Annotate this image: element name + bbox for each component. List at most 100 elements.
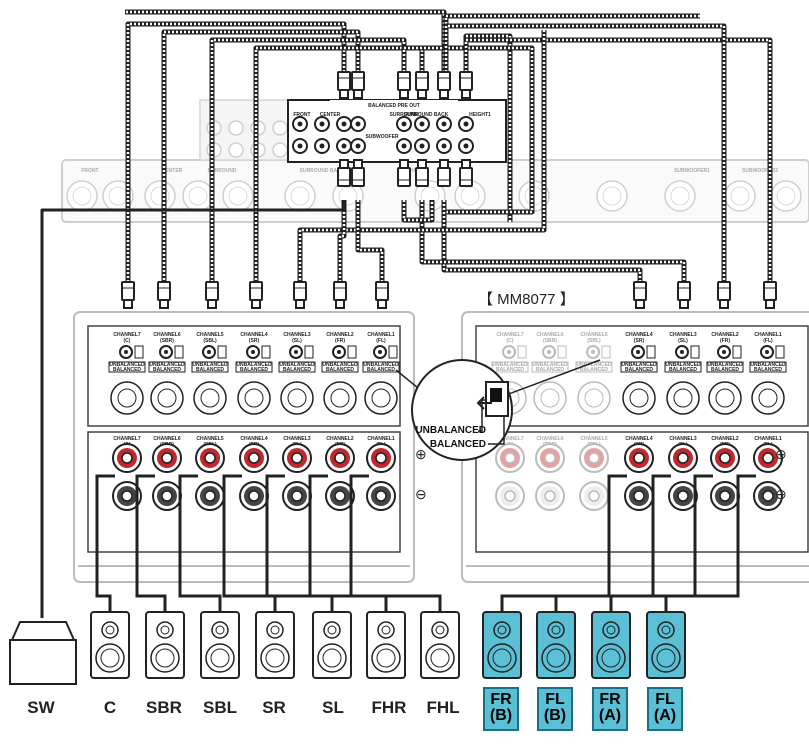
speaker-tweeter	[657, 621, 675, 639]
ghost-panel-label: CENTER	[162, 168, 183, 174]
ghost-rca-jack	[228, 142, 244, 158]
amp-xlr-input-ring	[200, 388, 220, 408]
preout-top-plug	[351, 71, 365, 99]
speaker-label-sbl: SBL	[203, 698, 237, 717]
channel-input-label: CHANNEL4	[625, 332, 652, 338]
speaker-woofer-inner	[601, 648, 621, 668]
switch-unbalanced-text: UNBALANCED	[149, 362, 185, 368]
amp-xlr-input-ring	[758, 388, 778, 408]
amp-xlr-input-jack	[708, 381, 742, 415]
amp-balance-switch	[646, 345, 656, 359]
amp-balance-switch	[732, 345, 742, 359]
amp-switch-label-box	[620, 361, 658, 373]
speaker-tweeter	[101, 621, 119, 639]
speaker-tweeter	[323, 621, 341, 639]
switch-unbalanced-text: UNBALANCED	[363, 362, 399, 368]
ghost-xlr-inner	[670, 186, 690, 206]
amp-terminal-hole	[121, 452, 133, 464]
amp-rca-input-pin	[294, 350, 298, 354]
channel-input-label: CHANNEL1	[754, 332, 781, 338]
preout-rca-pin	[401, 121, 407, 127]
speaker-woofer	[651, 643, 681, 673]
amp-balance-switch	[690, 345, 700, 359]
amp-xlr-input-ring	[540, 388, 560, 408]
amp-xlr-input-ring	[244, 388, 264, 408]
switch-unbalanced-text: UNBALANCED	[750, 362, 786, 368]
channel-output-label: CHANNEL3	[669, 436, 696, 442]
speaker-label-sl: SL	[322, 698, 344, 717]
switch-balanced-text: BALANCED	[283, 367, 311, 373]
speaker-tweeter	[156, 621, 174, 639]
preout-rca-pin	[319, 121, 325, 127]
preout-rca-pin	[355, 121, 361, 127]
preout-rca-pin	[463, 121, 469, 127]
minus-terminal-label: ⊖	[775, 486, 787, 502]
switch-balanced-text: BALANCED	[153, 367, 181, 373]
speaker-wire	[265, 474, 334, 612]
speaker-woofer-inner	[492, 648, 512, 668]
amp-left-input-plug	[157, 281, 171, 309]
amp-terminal-hole	[544, 490, 556, 502]
amp-terminal-hole	[719, 452, 731, 464]
speaker-woofer-inner	[210, 648, 230, 668]
speaker-tweeter-center	[497, 625, 507, 635]
cable-short-pattern	[402, 200, 434, 222]
switch-unbalanced-text: UNBALANCED	[621, 362, 657, 368]
amp-xlr-input-ring	[117, 388, 137, 408]
amp-terminal-hole	[204, 490, 216, 502]
amp-terminal-hole	[762, 452, 774, 464]
amp-xlr-input-jack	[150, 381, 184, 415]
amp-balance-switch	[557, 345, 567, 359]
amp-switch-label-box	[278, 361, 316, 373]
cable-fl-a-pattern	[464, 38, 772, 282]
ghost-xlr-inner	[188, 186, 208, 206]
ghost-xlr-inner	[150, 186, 170, 206]
speaker-tweeter-center	[160, 625, 170, 635]
ghost-xlr-jack	[770, 180, 802, 212]
amp-switch-label-box	[664, 361, 702, 373]
amp-xlr-input-jack	[237, 381, 271, 415]
amp-right-input-plug	[677, 281, 691, 309]
speaker-woofer	[541, 643, 571, 673]
amp-xlr-input-jack	[751, 381, 785, 415]
amp-balance-switch	[388, 345, 398, 359]
channel-input-sub-label: (SL)	[678, 338, 688, 344]
switch-balanced-text: BALANCED	[754, 367, 782, 373]
preout-top-plug	[337, 71, 351, 99]
speaker-tweeter	[602, 621, 620, 639]
cable-fl-b-pattern	[420, 200, 686, 282]
preout-channel-label: CENTER	[320, 112, 341, 118]
ghost-rca-jack	[272, 142, 288, 158]
preout-top-plug	[459, 71, 473, 99]
channel-input-sub-label: (C)	[507, 338, 514, 344]
switch-balanced-text: BALANCED	[196, 367, 224, 373]
amp-switch-label-box	[321, 361, 359, 373]
amp-xlr-input-jack	[666, 381, 700, 415]
amp-right-input-plug	[763, 281, 777, 309]
speaker-tweeter	[547, 621, 565, 639]
speaker-woofer	[95, 643, 125, 673]
amp-rca-input-pin	[337, 350, 341, 354]
preout-rca-pin	[419, 121, 425, 127]
speaker-woofer	[150, 643, 180, 673]
amp-terminal-hole	[248, 490, 260, 502]
speaker-wire	[135, 474, 167, 612]
amp-terminal-hole	[677, 452, 689, 464]
amp-balance-switch	[304, 345, 314, 359]
subwoofer-box	[9, 639, 77, 685]
channel-input-label: CHANNEL3	[669, 332, 696, 338]
channel-output-label: CHANNEL5	[580, 436, 607, 442]
switch-balanced-text: BALANCED	[580, 367, 608, 373]
amp-terminal-hole	[504, 452, 516, 464]
preout-bottom-plug	[415, 159, 429, 187]
switch-balanced-text: BALANCED	[326, 367, 354, 373]
channel-input-sub-label: (FR)	[720, 338, 730, 344]
amp-rca-input-pin	[722, 350, 726, 354]
amp-terminal-hole	[588, 490, 600, 502]
preout-bottom-plug	[337, 159, 351, 187]
amp-rca-input-pin	[507, 350, 511, 354]
speaker-woofer	[425, 643, 455, 673]
switch-unbalanced-text: UNBALANCED	[279, 362, 315, 368]
switch-balanced-text: BALANCED	[711, 367, 739, 373]
